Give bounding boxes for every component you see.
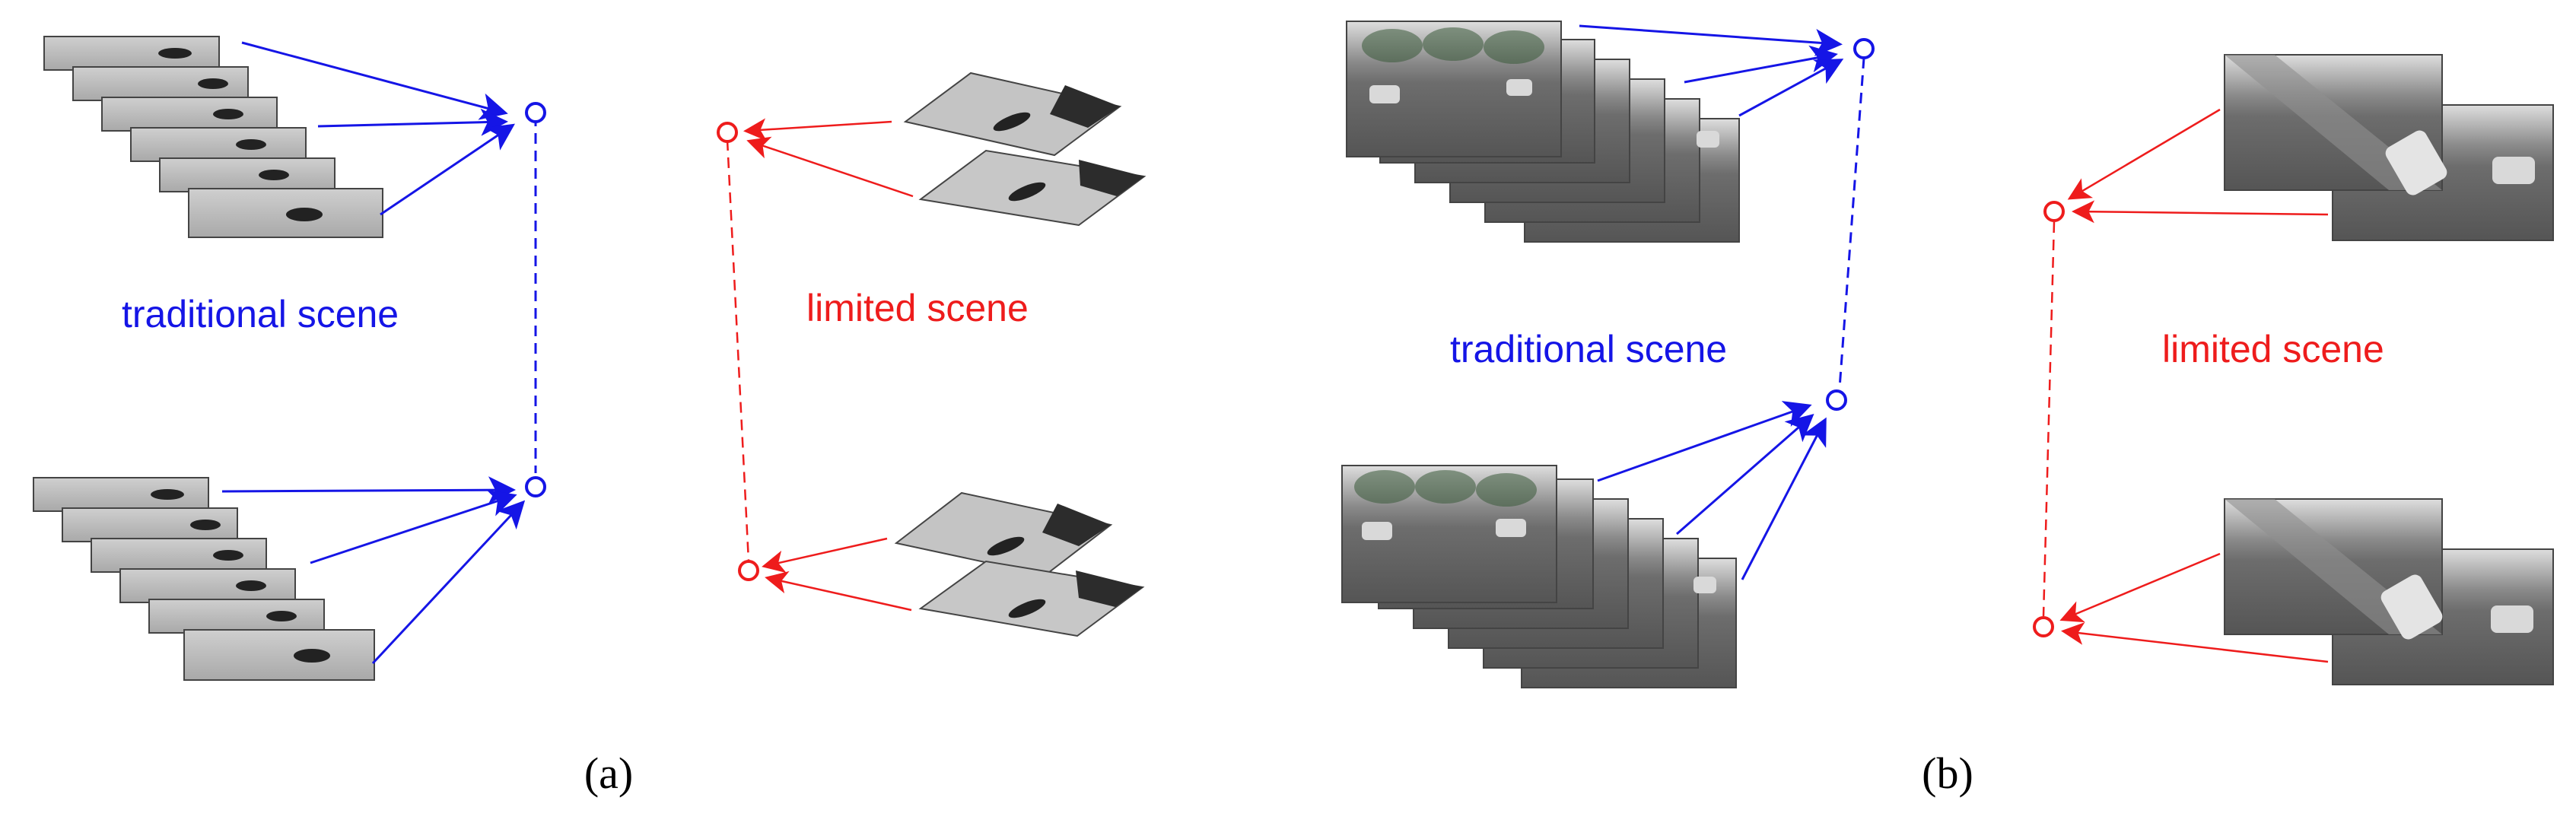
limited-scene-label-b: limited scene (2162, 328, 2384, 370)
limited-frames-bottom-b (2224, 498, 2554, 685)
limited-connections-a (726, 118, 914, 612)
traditional-node-b-bottom (1826, 389, 1847, 411)
traditional-connections-a (221, 41, 537, 665)
limited-node-a-bottom (738, 560, 759, 581)
traditional-node-a-bottom (525, 476, 546, 497)
limited-node-a-top (717, 122, 738, 143)
limited-node-b-bottom (2033, 616, 2054, 637)
road-frame-stack-top (1346, 21, 1740, 243)
traditional-node-b-top (1853, 38, 1875, 59)
traditional-connections-b (1579, 24, 1865, 580)
limited-connections-b (2042, 108, 2329, 663)
traditional-scene-label-b: traditional scene (1450, 328, 1727, 370)
panel-a: traditional scene limite (33, 36, 1146, 798)
dog-frame-stack-top (43, 36, 383, 238)
panel-b: traditional scene limited scene ( (1341, 21, 2554, 798)
road-frame-stack-bottom (1341, 465, 1737, 688)
limited-frames-bottom-a (894, 491, 1145, 637)
dog-frame-stack-bottom (33, 477, 375, 681)
panel-label-b: (b) (1922, 748, 1973, 798)
limited-scene-label-a: limited scene (806, 287, 1029, 329)
traditional-node-a-top (525, 102, 546, 123)
panel-label-a: (a) (584, 748, 633, 798)
limited-node-b-top (2043, 201, 2065, 222)
limited-frames-top-a (903, 72, 1146, 227)
traditional-scene-label-a: traditional scene (122, 293, 399, 335)
limited-frames-top-b (2224, 54, 2554, 241)
